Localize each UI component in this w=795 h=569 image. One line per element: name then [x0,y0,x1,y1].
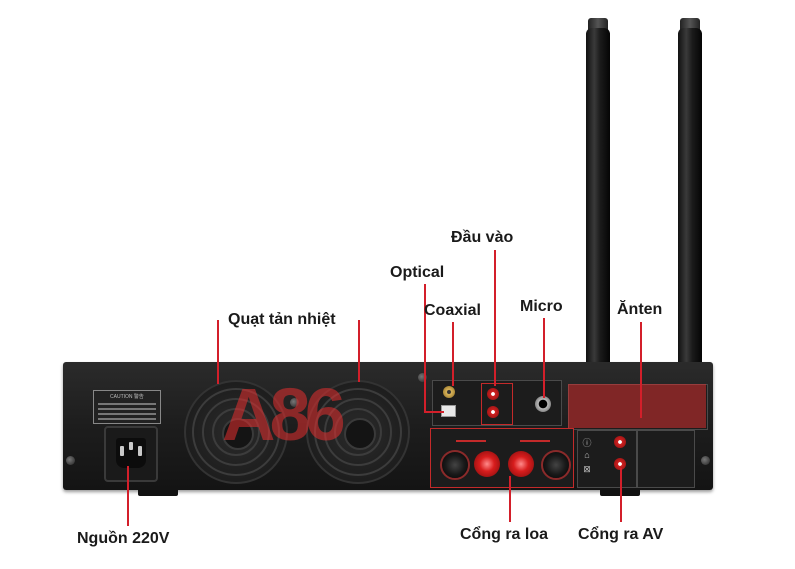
antenna-left [586,18,610,388]
screw-icon [66,456,75,465]
av-output-jack-top[interactable] [614,436,626,448]
label-micro: Micro [520,298,563,315]
speaker-terminal-left-negative[interactable] [440,450,470,480]
bin-icon: ⊠ [583,464,591,474]
screw-icon [701,456,710,465]
watermark-logo: A86 [222,373,346,456]
label-input: Đầu vào [451,229,514,246]
rca-input-jack-bottom[interactable] [487,406,499,418]
callout-line-antenna [640,322,642,418]
label-coaxial: Coaxial [424,302,481,319]
callout-line-coaxial [452,322,454,386]
rca-input-jack-top[interactable] [487,388,499,400]
callout-line-speaker [509,476,511,522]
speaker-terminal-right-positive[interactable] [508,451,534,477]
cooling-fan-left [184,380,288,484]
callout-line-micro [543,318,545,398]
label-av-out: Cổng ra AV [578,526,664,543]
antenna-right [678,18,702,388]
home-icon: ⌂ [584,450,590,460]
chassis-foot-left [138,490,178,496]
callout-line-fan-left [217,320,219,384]
callout-line-fan-right [358,320,360,382]
coaxial-jack[interactable] [443,386,455,398]
callout-line-power [127,466,129,526]
watermark-overlay [568,384,706,428]
caution-title: CAUTION 警告 [110,394,144,400]
av-output-panel [577,430,637,488]
power-socket[interactable] [104,426,158,482]
speaker-terminal-left-positive[interactable] [474,451,500,477]
callout-line-optical [424,284,426,412]
fan-hub-icon [222,418,254,450]
label-optical: Optical [390,264,445,281]
screw-icon [418,373,427,382]
label-speaker-out: Cổng ra loa [460,526,549,543]
microphone-jack[interactable] [535,396,551,412]
antenna-right-shaft [678,28,702,388]
cooling-fan-right [306,380,410,484]
label-antenna: Ănten [617,301,663,318]
info-icon: ⓘ [582,438,592,448]
fan-hub-icon [344,418,376,450]
speaker-terminal-right-negative[interactable] [541,450,571,480]
label-fan: Quạt tản nhiệt [228,311,336,328]
antenna-left-shaft [586,28,610,388]
label-power: Nguồn 220V [77,530,170,547]
blank-plate [637,430,695,488]
callout-line-av [620,468,622,522]
callout-line-optical-h [424,411,444,413]
callout-line-input [494,250,496,386]
screw-icon [290,398,299,407]
av-output-jack-bottom[interactable] [614,458,626,470]
caution-sticker: CAUTION 警告 [93,390,161,424]
